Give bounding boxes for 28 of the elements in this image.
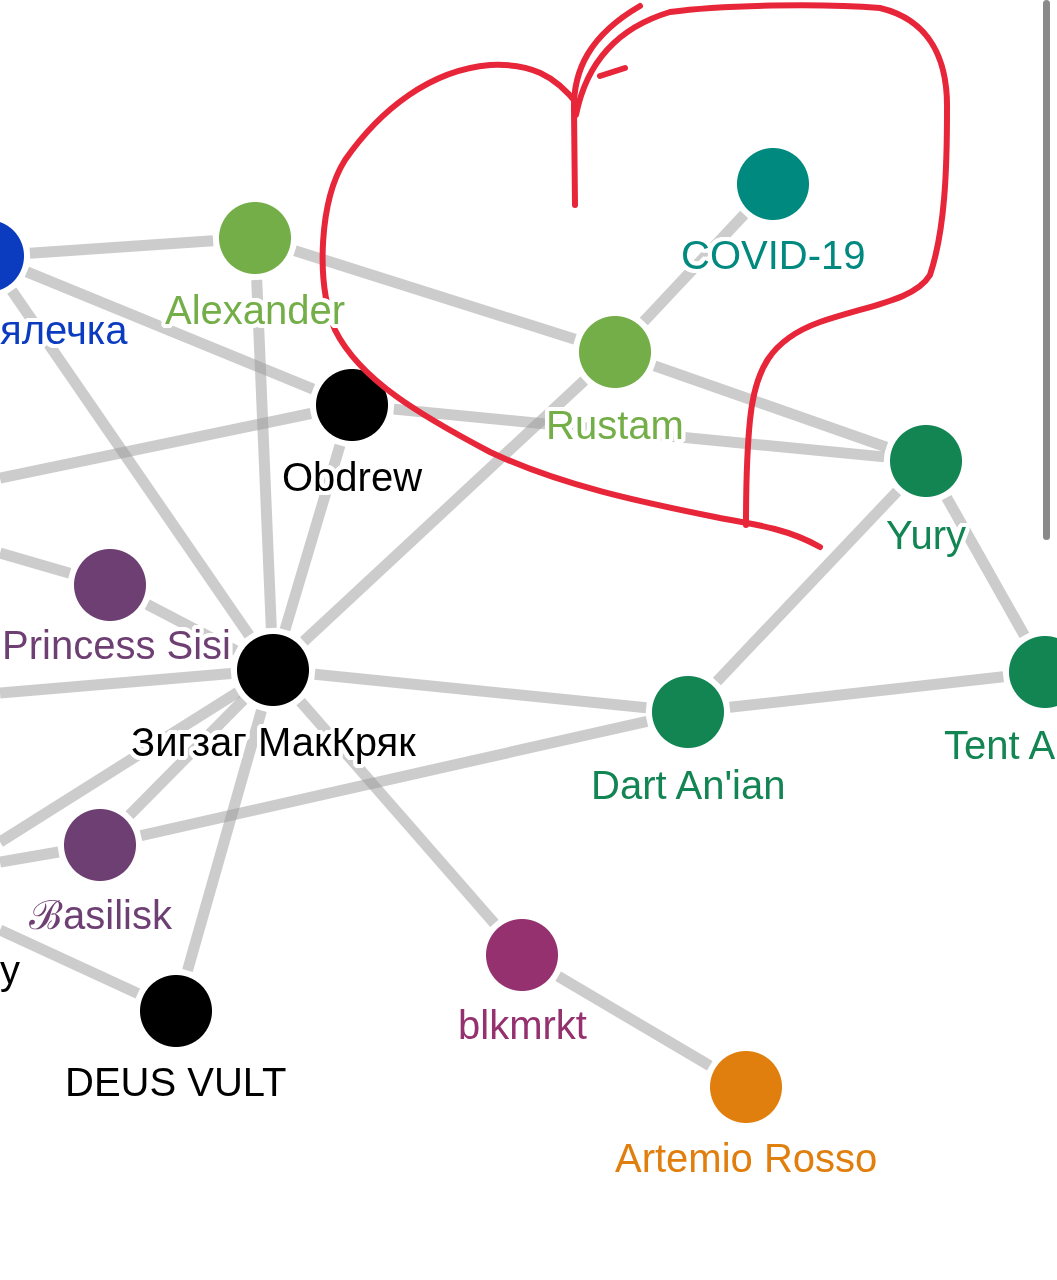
node-label: Зигзаг МакКряк xyxy=(131,720,416,764)
node-label: Tent A xyxy=(944,723,1056,767)
connector-line xyxy=(0,668,232,699)
node-label: Princess Sisi xyxy=(2,623,231,667)
connector-line xyxy=(0,547,72,579)
connector-line xyxy=(729,671,1004,713)
node-label: Yury xyxy=(886,513,967,557)
node-label: Obdrew xyxy=(282,455,423,499)
connector-line xyxy=(139,715,649,842)
connector-line xyxy=(293,245,577,345)
connector-line xyxy=(251,279,277,629)
node-label: y xyxy=(0,948,20,992)
connector-line xyxy=(279,443,346,632)
node-label: DEUS VULT xyxy=(65,1060,287,1104)
connector-line xyxy=(393,403,885,463)
connector-line xyxy=(29,235,214,259)
connector-line xyxy=(652,360,889,453)
node-label: blkmrkt xyxy=(458,1003,587,1047)
node-label: ℬasilisk xyxy=(29,893,172,937)
node-label: Rustam xyxy=(546,403,684,447)
connector-line xyxy=(0,846,60,868)
node-label: Dart An'ian xyxy=(591,763,786,807)
connector-line xyxy=(0,408,312,484)
node-label: Artemio Rosso xyxy=(615,1136,878,1180)
connector-line xyxy=(182,708,267,973)
node-label: ялечка xyxy=(0,308,128,352)
connector-line xyxy=(314,668,647,714)
node-label: COVID-19 xyxy=(681,233,866,277)
